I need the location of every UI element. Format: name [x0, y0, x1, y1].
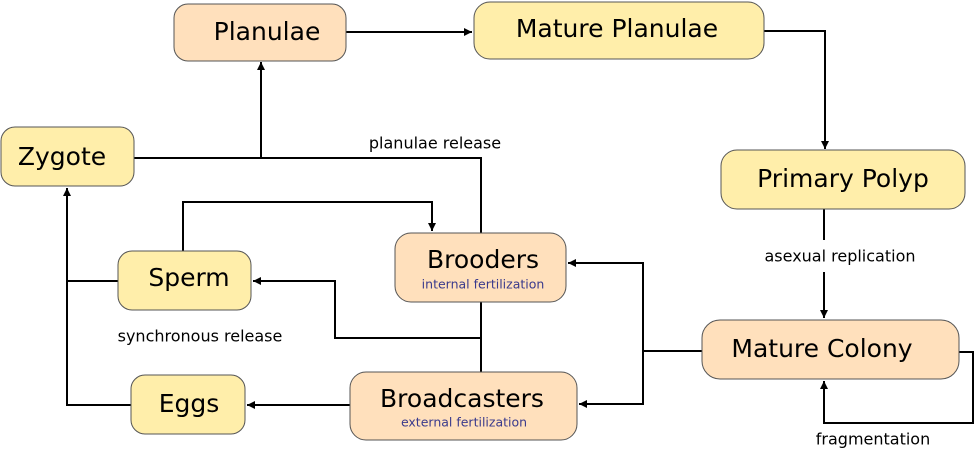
- edge-mature-planulae-to-primary-polyp: [764, 30, 829, 149]
- edge-mature-colony-to-brooders: [568, 259, 644, 351]
- edge-to-sperm: [253, 277, 481, 339]
- node-mature-planulae[interactable]: Mature Planulae: [473, 1, 765, 60]
- node-label: Eggs: [159, 389, 220, 418]
- edge-label-fragmentation: fragmentation: [816, 430, 930, 449]
- node-label: Broadcasters: [380, 384, 544, 413]
- edge-label-asexual-replication: asexual replication: [764, 247, 915, 266]
- node-eggs[interactable]: Eggs: [130, 374, 246, 435]
- node-label: Mature Planulae: [516, 14, 718, 43]
- node-label: Mature Colony: [731, 334, 912, 363]
- edge-fragmentation-loop: [820, 351, 974, 424]
- node-label: Planulae: [214, 17, 321, 46]
- node-broadcasters[interactable]: Broadcasters external fertilization: [349, 371, 578, 441]
- node-label: Zygote: [18, 142, 106, 171]
- edge-sperm-to-brooders: [182, 201, 436, 251]
- edge-label-synchronous-release: synchronous release: [118, 327, 283, 346]
- node-zygote[interactable]: Zygote: [0, 126, 135, 187]
- edge-zygote-to-planulae: [134, 62, 265, 159]
- node-sublabel: external fertilization: [401, 415, 527, 430]
- node-brooders[interactable]: Brooders internal fertilization: [394, 232, 567, 303]
- node-sublabel: internal fertilization: [422, 277, 545, 292]
- edge-mature-colony-to-broadcasters: [579, 351, 644, 408]
- edge-brooders-to-planulae: [261, 157, 482, 233]
- node-mature-colony[interactable]: Mature Colony: [701, 319, 960, 380]
- node-primary-polyp[interactable]: Primary Polyp: [720, 149, 966, 210]
- edge-label-planulae-release: planulae release: [369, 134, 501, 153]
- node-label: Brooders: [427, 245, 539, 274]
- node-planulae[interactable]: Planulae: [173, 3, 347, 62]
- node-label: Sperm: [148, 263, 229, 292]
- edge-eggs-to-zygote: [63, 188, 131, 406]
- node-sperm[interactable]: Sperm: [117, 250, 252, 311]
- node-label: Primary Polyp: [757, 164, 929, 193]
